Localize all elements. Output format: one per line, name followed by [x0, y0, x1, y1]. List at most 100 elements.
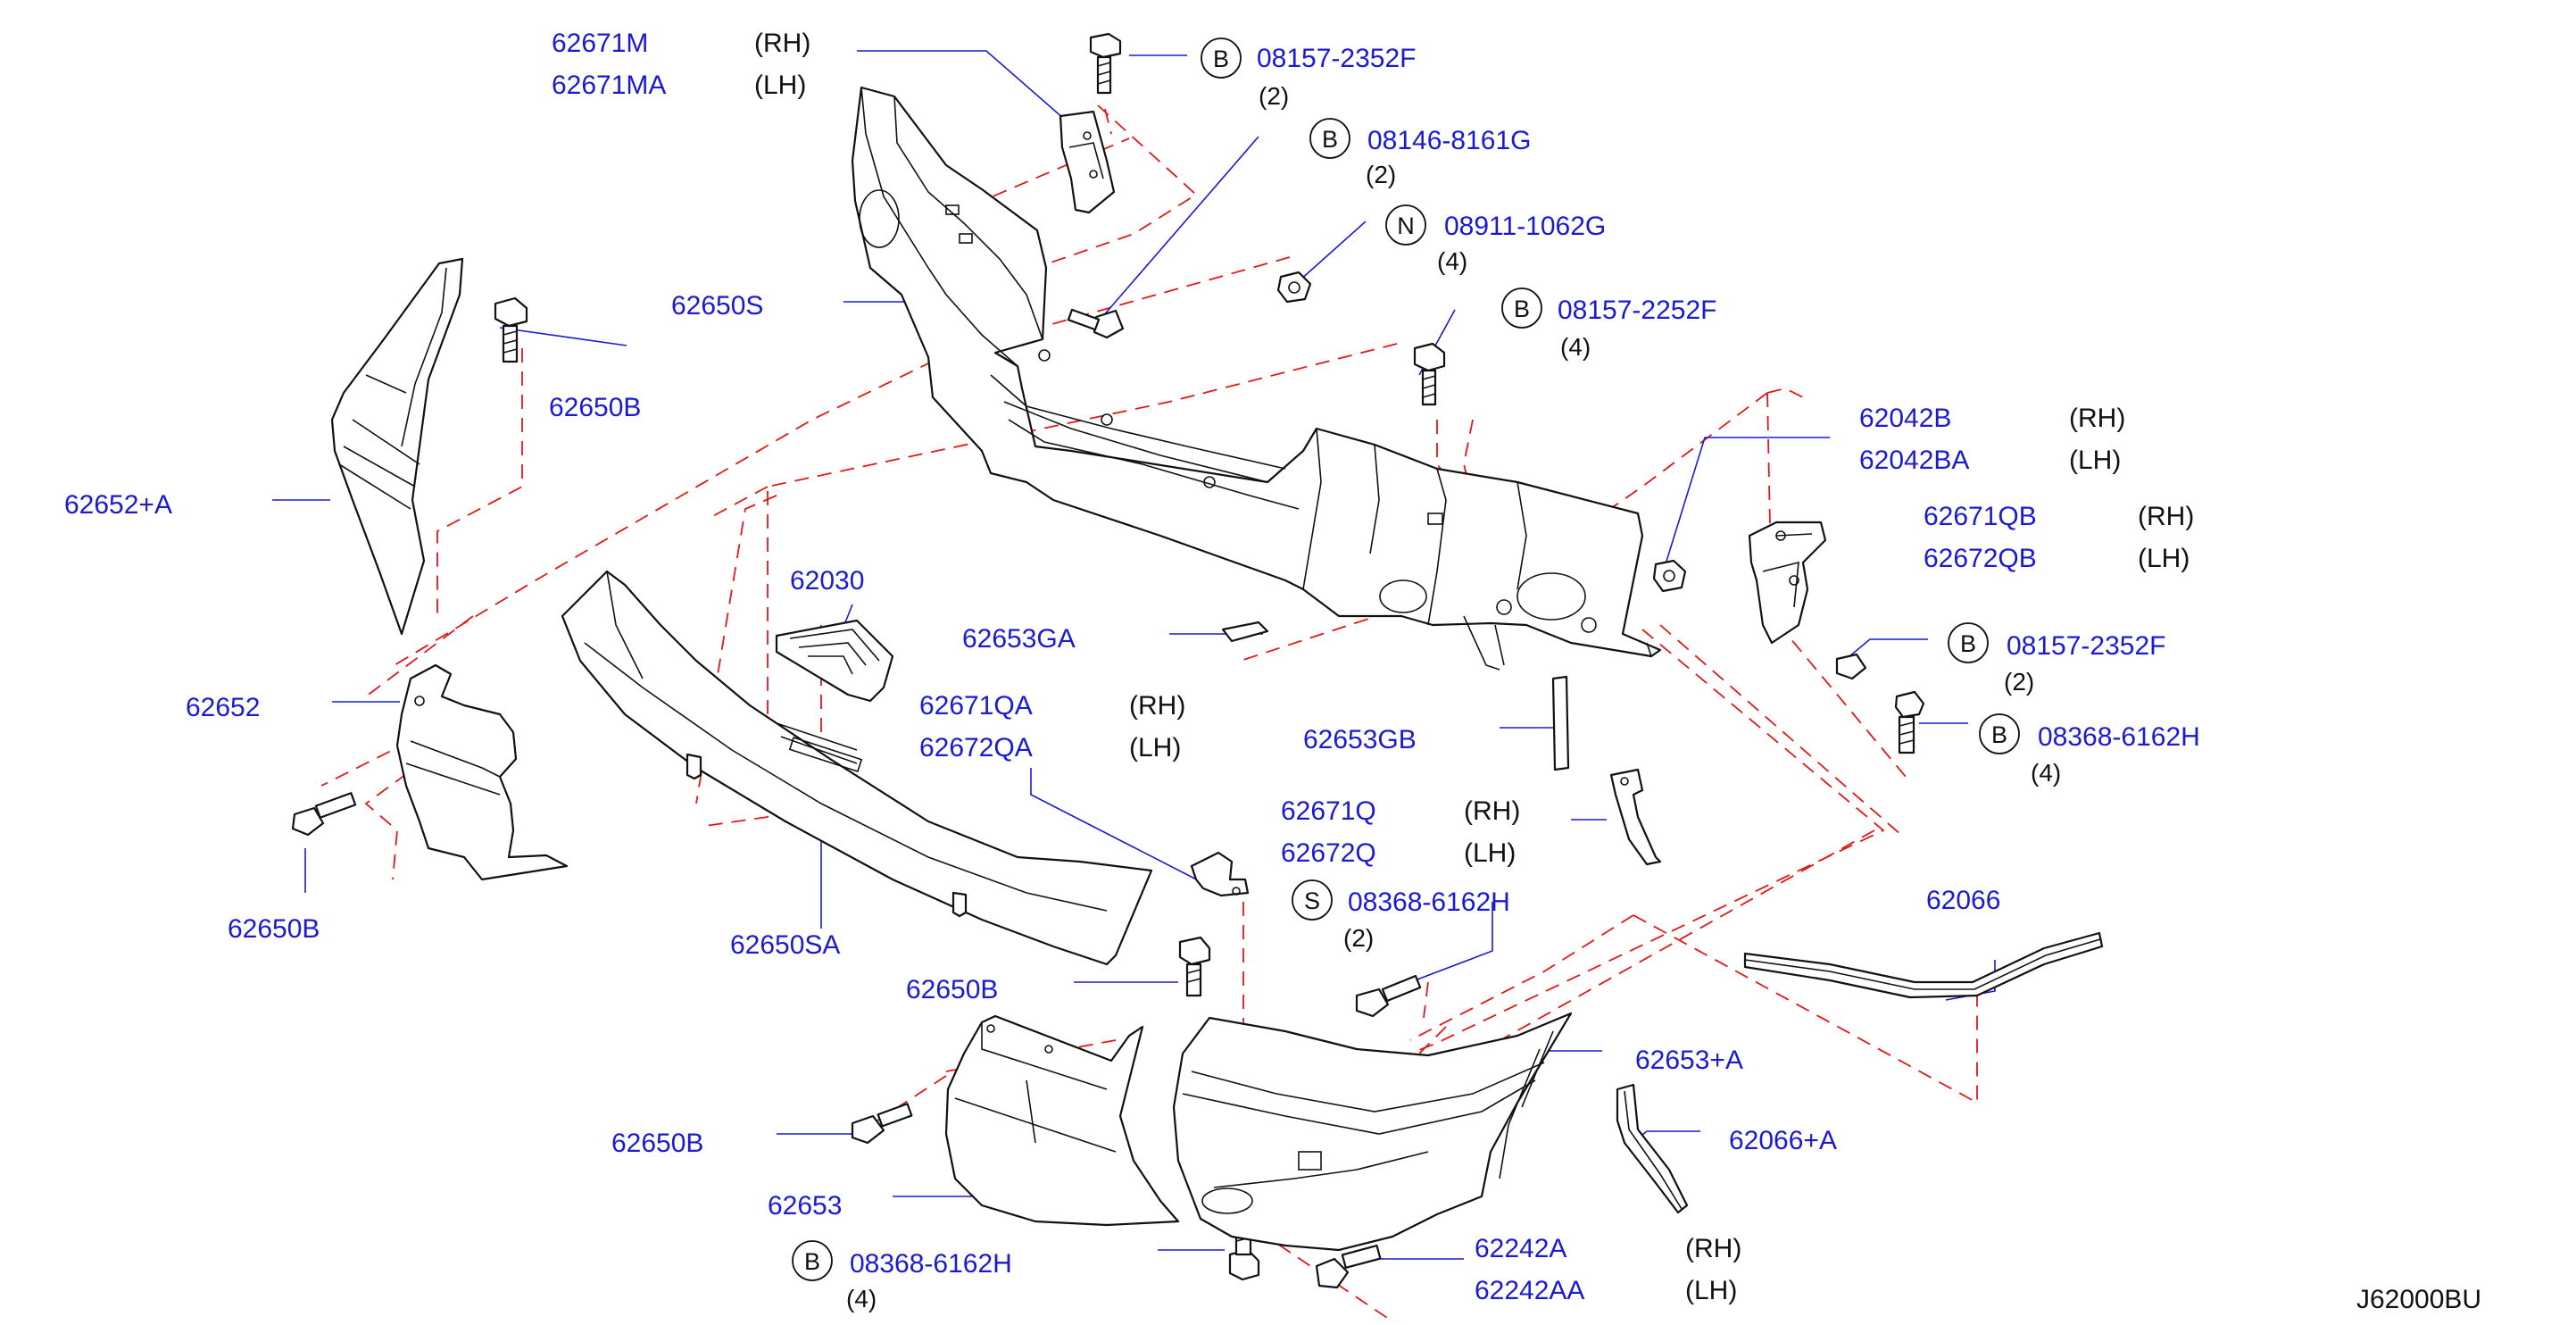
callout-62671ma-number: 62671MA: [552, 71, 666, 100]
callout-62242a-number: 62242A: [1475, 1234, 1566, 1263]
callout-08368-6162h-s-qty: (2): [1343, 924, 1374, 952]
callout-62671qb-number: 62671QB: [1924, 502, 2037, 531]
callout-62242aa-number: 62242AA: [1475, 1276, 1584, 1305]
leader-lines: [272, 50, 1996, 1260]
callout-62652a-number: 62652+A: [64, 490, 172, 520]
radiator-core-support: [851, 86, 1662, 671]
callout-62066a-number: 62066+A: [1729, 1126, 1837, 1155]
callout-62652-number: 62652: [186, 693, 260, 722]
callout-08157-2352f-number: 08157-2352F: [1257, 44, 1416, 73]
callout-08368-6162h-right-qty: (4): [2031, 759, 2061, 787]
bumper-reinforcement-62650SA: [561, 570, 1153, 966]
callout-badge-letter: S: [1304, 888, 1320, 914]
hood-bracket-upper: [1059, 110, 1116, 214]
callout-62671qa-side: (RH): [1129, 691, 1185, 721]
callout-badge-circle: [1201, 38, 1242, 79]
bolt-08157-2352F-right: [1835, 653, 1867, 680]
callout-62653a-number: 62653+A: [1635, 1046, 1743, 1075]
plate-62030: [775, 619, 894, 703]
callout-badge-circle: [1309, 118, 1350, 159]
callout-62672qb-side: (LH): [2138, 544, 2190, 573]
callout-62650s-number: 62650S: [671, 291, 763, 321]
callout-62653gb-number: 62653GB: [1303, 725, 1417, 754]
callout-08911-1062g-number: 08911-1062G: [1444, 212, 1606, 241]
callout-08911-1062g-qty: (4): [1437, 247, 1467, 275]
callout-62042ba-side: (LH): [2069, 446, 2121, 475]
callout-badge-letter: B: [1213, 46, 1229, 72]
callout-badge-circle: [1948, 622, 1989, 663]
callout-62671qb-side: (RH): [2138, 502, 2194, 531]
callout-62672q-side: (LH): [1464, 838, 1516, 868]
callout-badge-letter: N: [1397, 212, 1415, 239]
callout-badge-circle: [1292, 879, 1333, 921]
callout-badge-letter: B: [1960, 630, 1976, 657]
callout-62653ga-number: 62653GA: [962, 624, 1076, 654]
callout-08157-2352f-right-qty: (2): [2004, 668, 2034, 696]
callout-08368-6162h-right-number: 08368-6162H: [2038, 722, 2200, 752]
callout-62672qa-side: (LH): [1129, 733, 1181, 762]
bracket-62652A: [330, 257, 464, 636]
bolt-62242A: [1315, 1244, 1382, 1289]
callout-62030-number: 62030: [790, 566, 864, 596]
bracket-62652: [395, 663, 569, 881]
bolt-62650B-center: [1178, 936, 1211, 997]
callout-62042ba-number: 62042BA: [1859, 446, 1969, 475]
callout-62650b-lower-number: 62650B: [611, 1129, 703, 1158]
callout-62671q-number: 62671Q: [1281, 796, 1376, 826]
nut-08911-1062G: [1276, 271, 1312, 304]
callout-62671m-side: (RH): [754, 29, 810, 58]
callout-08157-2252f-number: 08157-2252F: [1558, 296, 1716, 325]
bolt-08146-8161G: [1067, 308, 1125, 339]
callout-08157-2352f-right-number: 08157-2352F: [2007, 631, 2165, 661]
moulding-62066A: [1616, 1083, 1689, 1214]
callout-08368-6162h-lower-number: 08368-6162H: [850, 1249, 1012, 1279]
stay-62653GB: [1551, 675, 1570, 771]
bolt-08157-2252F: [1413, 342, 1446, 406]
callout-badge-circle: [792, 1240, 833, 1281]
callout-08368-6162h-lower-qty: (4): [846, 1285, 877, 1312]
callout-08157-2352f-qty: (2): [1259, 82, 1289, 110]
callout-62671m-number: 62671M: [552, 29, 648, 58]
callout-62671q-side: (RH): [1464, 796, 1520, 826]
callout-62242a-side: (RH): [1685, 1234, 1741, 1263]
part-illustrations: [291, 32, 2104, 1289]
callout-badge-circle: [1385, 204, 1426, 246]
callout-08157-2252f-qty: (4): [1560, 333, 1591, 361]
bracket-62671QB: [1748, 521, 1827, 645]
callout-62042b-side: (RH): [2069, 404, 2125, 433]
bolt-62650B-upper-left: [494, 296, 528, 363]
callout-badge-letter: B: [804, 1248, 820, 1275]
callout-62242aa-side: (LH): [1685, 1276, 1737, 1305]
callout-62650b-number: 62650B: [549, 393, 641, 422]
bolt-62650B-lower: [851, 1103, 913, 1145]
callout-62650b-center-number: 62650B: [906, 975, 998, 1004]
callout-badge-letter: B: [1514, 296, 1530, 322]
callout-62671ma-side: (LH): [754, 71, 806, 100]
bolt-62650B-lower-left: [291, 792, 357, 837]
callout-62650sa-number: 62650SA: [730, 930, 840, 960]
bolt-B-08368-6162H-right: [1894, 690, 1925, 754]
bolt-08157-2352F-top: [1089, 32, 1122, 95]
callout-62672qa-number: 62672QA: [919, 733, 1033, 762]
callout-08146-8161g-qty: (2): [1366, 161, 1396, 188]
moulding-62066: [1743, 931, 2104, 999]
diagram-code: J62000BU: [2356, 1285, 2481, 1314]
stay-62653GA: [1221, 621, 1269, 643]
callout-badge-circle: [1979, 713, 2020, 754]
callout-62650b-lower-left-number: 62650B: [228, 914, 320, 944]
bracket-62671Q: [1609, 768, 1662, 866]
callout-62653-number: 62653: [768, 1191, 842, 1221]
callout-badge-letter: B: [1322, 126, 1338, 153]
protector-62653: [944, 1014, 1180, 1227]
bracket-62671QA: [1190, 851, 1250, 897]
callout-badge-letter: B: [1991, 721, 2007, 748]
callout-labels: 62671M (RH) 62671MA (LH) B 08157-2352F (…: [64, 29, 2481, 1314]
callout-08368-6162h-s-number: 08368-6162H: [1348, 888, 1510, 917]
callout-badge-circle: [1501, 288, 1542, 329]
bolt-S-08368-6162H: [1355, 974, 1422, 1018]
callout-62671qa-number: 62671QA: [919, 691, 1033, 721]
callout-62066-number: 62066: [1926, 886, 2000, 915]
callout-62042b-number: 62042B: [1859, 404, 1951, 433]
callout-62672qb-number: 62672QB: [1924, 544, 2037, 573]
